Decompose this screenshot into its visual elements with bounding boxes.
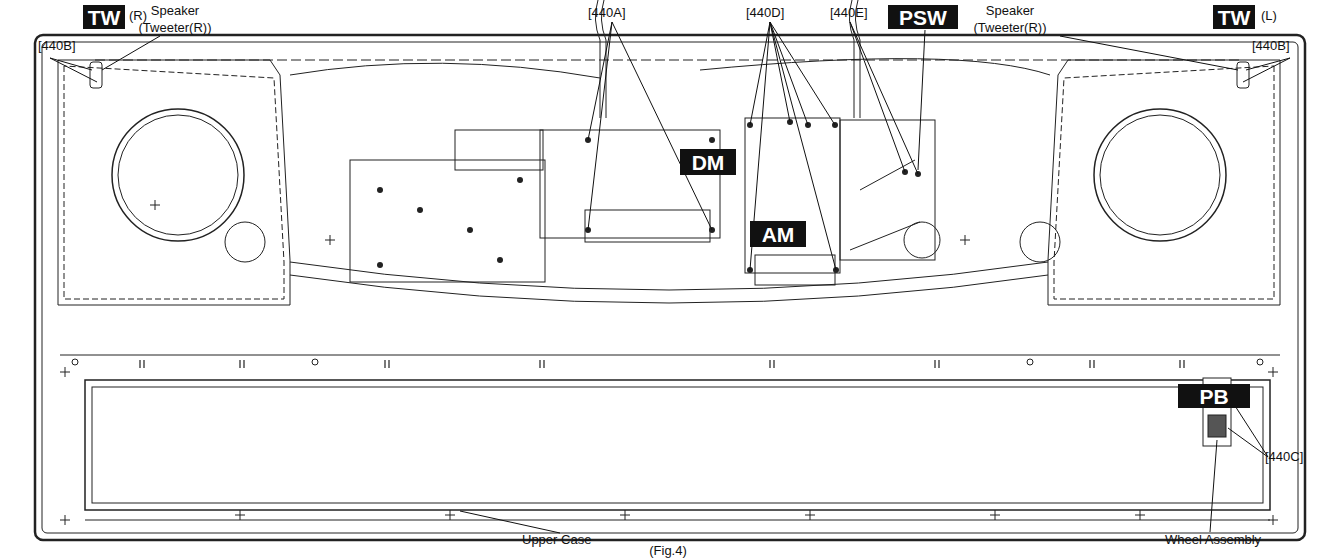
power-switch-tag: PSW (888, 5, 958, 29)
side-mark: (L) (1261, 8, 1277, 25)
part-name: Speaker (Tweeter(R)) (125, 3, 225, 37)
callout-number: [440D] (746, 5, 784, 22)
callout-number: [440C] (1265, 449, 1303, 466)
part-name: Wheel Assembly (1165, 532, 1261, 549)
part-code: DM (692, 152, 725, 173)
part-code: AM (762, 224, 795, 245)
part-code: TW (88, 7, 121, 28)
part-name: Speaker (Tweeter(R)) (960, 3, 1060, 37)
tweeter-tag: TW (1213, 5, 1256, 29)
figure-caption: (Fig.4) (647, 543, 689, 559)
part-name: Upper Case (522, 532, 591, 549)
callout-number: [440A] (588, 5, 626, 22)
callout-number: [440E] (830, 5, 868, 22)
callout-number: [440B] (1252, 38, 1290, 55)
part-code: TW (1218, 7, 1251, 28)
tweeter-tag: TW (83, 5, 126, 29)
digital-board-tag: DM (680, 149, 736, 175)
pitch-bend-tag: PB (1178, 384, 1250, 408)
callout-number: [440B] (38, 38, 76, 55)
part-code: PSW (899, 7, 947, 28)
amp-board-tag: AM (750, 221, 806, 247)
part-code: PB (1199, 386, 1228, 407)
